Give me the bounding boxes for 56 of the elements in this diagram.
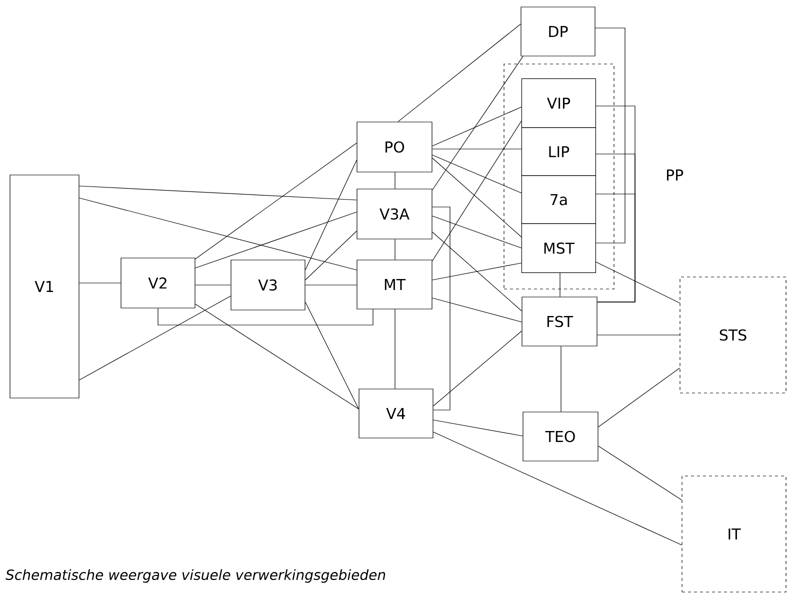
connector-line [79,282,121,284]
area-box: STS [680,276,786,394]
connector-line [305,302,359,410]
connector-line [195,212,357,268]
area-box: V4 [358,388,434,438]
area-box: V3 [230,260,306,310]
connector-line [433,330,522,406]
connector-line [432,206,450,410]
area-box: DP [520,6,596,56]
area-box: V3A [356,188,432,240]
connector-line [432,298,522,322]
connector-line [432,106,522,146]
connector-line [432,262,522,280]
connector-line [305,284,357,286]
connector-line [432,148,522,150]
area-box: MST [521,223,596,273]
connector-line [195,142,357,260]
connector-line [432,154,522,194]
area-box: V1 [10,174,80,398]
connector-line [596,262,680,304]
connector-line [195,304,359,410]
connector-line [560,346,562,412]
connector-line [394,309,396,389]
area-box: MT [356,260,432,310]
connector-line [432,232,522,312]
connector-line [158,308,374,326]
area-box: FST [522,296,598,346]
connector-line [598,446,682,500]
connector-line [597,334,680,336]
area-box: V2 [120,258,196,308]
area-box: TEO [522,412,598,462]
connector-line [595,28,626,244]
connector-line [433,420,523,436]
connector-line [394,172,396,189]
connector-line [305,230,357,280]
area-box: PO [356,122,432,172]
area-box: VIP [521,78,596,128]
connector-line [598,368,680,428]
connector-line [79,296,231,380]
connector-line [79,186,357,200]
connector-line [394,238,396,260]
group-label: PP [667,170,684,180]
connector-line [195,284,231,286]
area-box: IT [682,476,786,592]
connector-line [398,24,521,122]
connector-line [305,160,357,270]
connector-line [432,56,524,190]
area-box: LIP [521,127,596,176]
connector-line [79,198,357,270]
connector-line [432,216,522,248]
connector-line [596,194,636,302]
connector-line [433,432,682,546]
area-box: 7a [521,175,596,224]
connector-line [432,120,522,262]
connector-line [432,158,522,238]
caption: Schematische weergave visuele verwerkingsgebieden [6,569,386,583]
